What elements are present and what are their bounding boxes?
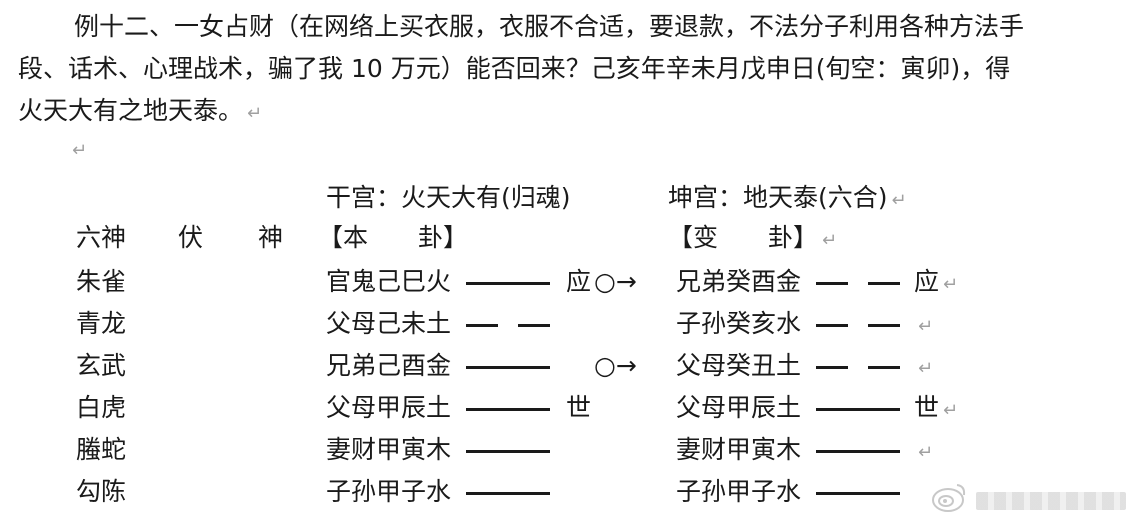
ben-gua-yao-text: 父母己未土: [326, 309, 452, 338]
bian-gua-yao-text: 兄弟癸酉金: [676, 267, 802, 296]
fushen-label-fu: 伏: [178, 223, 204, 252]
yao-row: 玄武 兄弟己酉金 ○→ 父母癸丑土 ↵: [0, 346, 1147, 386]
return-mark-icon: ↵: [891, 190, 907, 211]
liushen-name: 玄武: [76, 351, 127, 380]
return-mark-icon: ↵: [943, 400, 959, 421]
bian-gua-name-text: 坤宫：地天泰(六合): [668, 183, 888, 212]
bian-gua-yin-line-left: [816, 366, 848, 369]
paragraph-line-3: 火天大有之地天泰。↵: [18, 90, 1138, 135]
return-mark-icon: ↵: [918, 358, 934, 379]
return-mark-icon: ↵: [943, 274, 959, 295]
bian-gua-tail: 世↵: [914, 388, 958, 431]
bian-gua-yang-line: [816, 492, 900, 495]
shi-ying-mark: 应: [914, 267, 940, 296]
question-paragraph: 例十二、一女占财（在网络上买衣服，衣服不合适，要退款，不法分子利用各种方法手 段…: [18, 6, 1138, 135]
return-mark-icon: ↵: [822, 230, 838, 251]
return-mark-icon: ↵: [247, 103, 263, 124]
bian-gua-yin-line-left: [816, 282, 848, 285]
return-mark-icon: ↵: [72, 140, 88, 161]
ben-gua-yang-line: [466, 492, 550, 495]
ben-gua-yang-line: [466, 282, 550, 285]
moving-line-mark: ○→: [594, 267, 637, 296]
bian-gua-yao-text: 父母甲辰土: [676, 393, 802, 422]
ben-gua-yao-text: 兄弟己酉金: [326, 351, 452, 380]
bian-gua-name: 坤宫：地天泰(六合)↵: [668, 178, 907, 221]
ben-gua-yao-text: 父母甲辰土: [326, 393, 452, 422]
ben-gua-yin-line-left: [466, 324, 498, 327]
ben-gua-yang-line: [466, 366, 550, 369]
ben-gua-label: 【本 卦】: [318, 223, 469, 252]
bian-gua-tail: ↵: [914, 304, 933, 347]
liushen-name: 青龙: [76, 309, 127, 338]
bian-gua-tail: ↵: [914, 346, 933, 389]
yao-row: 白虎父母甲辰土世父母甲辰土世↵: [0, 388, 1147, 428]
yao-row: 青龙 父母己未土 子孙癸亥水 ↵: [0, 304, 1147, 344]
bian-gua-yin-line-right: [868, 282, 900, 285]
shi-ying-mark: 世: [914, 393, 940, 422]
bian-gua-yao-text: 子孙甲子水: [676, 477, 802, 506]
ben-gua-yang-line: [466, 408, 550, 411]
watermark: [920, 478, 1140, 518]
return-mark-icon: ↵: [918, 442, 934, 463]
liushen-name: 螣蛇: [76, 435, 127, 464]
paragraph-line-3-text: 火天大有之地天泰。: [18, 96, 244, 125]
bian-gua-yao-text: 妻财甲寅木: [676, 435, 802, 464]
liushen-label: 六神: [76, 223, 127, 252]
ben-gua-yang-line: [466, 450, 550, 453]
ben-gua-name: 干宫：火天大有(归魂): [326, 183, 571, 212]
bian-gua-label: 【变 卦】↵: [668, 218, 837, 261]
shi-ying-mark: 应: [566, 267, 592, 296]
liushen-name: 朱雀: [76, 267, 127, 296]
return-mark-icon: ↵: [918, 316, 934, 337]
yao-row: 螣蛇 妻财甲寅木 妻财甲寅木 ↵: [0, 430, 1147, 470]
weibo-icon: [932, 484, 966, 512]
bian-gua-yin-line-left: [816, 324, 848, 327]
bian-gua-tail: ↵: [914, 430, 933, 473]
bian-gua-tail: 应↵: [914, 262, 958, 305]
watermark-blurred-text: [976, 492, 1126, 510]
ben-gua-yao-text: 官鬼己巳火: [326, 267, 452, 296]
moving-line-mark: ○→: [594, 351, 637, 380]
bian-gua-yin-line-right: [868, 324, 900, 327]
paragraph-line-1: 例十二、一女占财（在网络上买衣服，衣服不合适，要退款，不法分子利用各种方法手: [74, 12, 1025, 41]
bian-gua-label-text: 【变 卦】: [668, 223, 819, 252]
liushen-name: 白虎: [76, 393, 127, 422]
gua-header-row: 干宫：火天大有(归魂) 坤宫：地天泰(六合)↵: [0, 178, 1147, 218]
ben-gua-yao-text: 子孙甲子水: [326, 477, 452, 506]
bian-gua-yang-line: [816, 408, 900, 411]
ben-gua-yin-line-right: [518, 324, 550, 327]
shi-ying-mark: 世: [566, 393, 592, 422]
yao-row: 勾陈 子孙甲子水 子孙甲子水: [0, 472, 1147, 512]
yao-row: 朱雀官鬼己巳火应○→兄弟癸酉金应↵: [0, 262, 1147, 302]
bian-gua-yin-line-right: [868, 366, 900, 369]
liushen-name: 勾陈: [76, 477, 127, 506]
ben-gua-yao-text: 妻财甲寅木: [326, 435, 452, 464]
paragraph-line-2: 段、话术、心理战术，骗了我 10 万元）能否回来？己亥年辛未月戊申日(旬空：寅卯…: [18, 54, 1011, 83]
column-labels-row: 六神 伏 神 【本 卦】 【变 卦】↵: [0, 218, 1147, 258]
bian-gua-yang-line: [816, 450, 900, 453]
bian-gua-yao-text: 父母癸丑土: [676, 351, 802, 380]
bian-gua-yao-text: 子孙癸亥水: [676, 309, 802, 338]
fushen-label-shen: 神: [258, 223, 284, 252]
